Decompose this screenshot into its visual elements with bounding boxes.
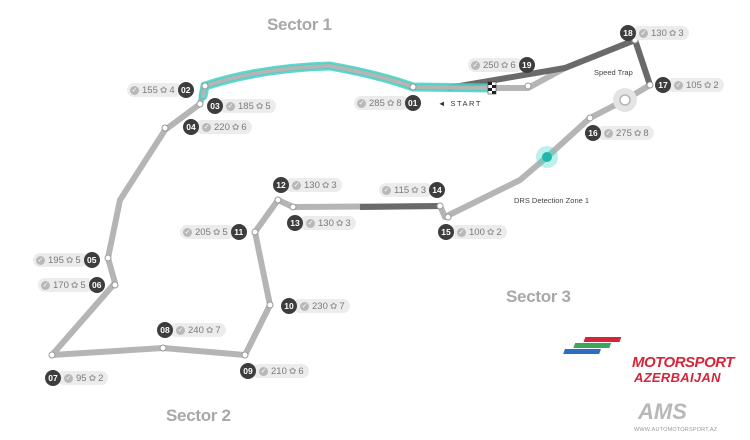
speedometer-icon: ✓: [604, 128, 613, 138]
turn-05-label: ✓195✿5 05: [33, 252, 100, 268]
turn-number: 04: [183, 119, 199, 135]
speedometer-icon: ✓: [300, 301, 309, 311]
gear-icon: ✿: [486, 226, 495, 237]
turn-08-label: 08 ✓240✿7: [157, 322, 226, 338]
turn-04-label: 04 ✓220✿6: [183, 119, 252, 135]
turn-16-label: 16 ✓275✿8: [585, 125, 654, 141]
gear-icon: ✿: [288, 365, 297, 376]
turn-number: 05: [83, 252, 100, 268]
drs-highlight-core: [201, 63, 492, 98]
checkered-flag-icon: [487, 81, 497, 95]
turn-number: 03: [207, 98, 223, 114]
turn-number: 07: [45, 370, 61, 386]
speedometer-icon: ✓: [130, 85, 139, 95]
speedometer-icon: ✓: [382, 185, 391, 195]
logo-line-2: AZERBAIJAN: [634, 370, 721, 385]
motorsport-azerbaijan-logo: MOTORSPORT AZERBAIJAN AMS WWW.AUTOMOTORS…: [628, 337, 746, 437]
turn-09-label: 09 ✓210✿6: [240, 363, 309, 379]
turn-01-label: ✓285✿8 01: [354, 95, 421, 111]
speed-trap-label: Speed Trap: [594, 68, 633, 77]
gear-icon: ✿: [88, 372, 97, 383]
turn-number: 09: [240, 363, 256, 379]
turn-number: 15: [438, 224, 454, 240]
turn-number: 14: [429, 182, 445, 198]
turn-11-label: ✓205✿5 11: [180, 224, 247, 240]
drs-zone-label: DRS Detection Zone 1: [514, 196, 590, 205]
start-label: ◄ START: [438, 99, 482, 108]
turn-02-label: ✓155✿4 02: [127, 82, 194, 98]
gear-icon: ✿: [205, 324, 214, 335]
gear-icon: ✿: [212, 226, 221, 237]
track-dark-segment-2: [447, 37, 653, 91]
turn-number: 08: [157, 322, 173, 338]
speedometer-icon: ✓: [202, 122, 211, 132]
sector-1-label: Sector 1: [267, 15, 332, 34]
gear-icon: ✿: [329, 300, 338, 311]
turn-06-label: ✓170✿5 06: [38, 277, 105, 293]
turn-13-label: 13 ✓130✿3: [287, 215, 356, 231]
sector-2-label: Sector 2: [166, 406, 231, 425]
speedometer-icon: ✓: [457, 227, 466, 237]
turn-number: 18: [620, 25, 636, 41]
speed-trap-marker: [619, 94, 631, 106]
speedometer-icon: ✓: [36, 255, 45, 265]
speedometer-icon: ✓: [41, 280, 50, 290]
turn-number: 16: [585, 125, 601, 141]
turn-number: 19: [518, 57, 535, 73]
logo-stripes: [563, 337, 622, 354]
speedometer-icon: ✓: [292, 180, 301, 190]
turn-19-label: ✓250✿6 19: [468, 57, 535, 73]
gear-icon: ✿: [668, 27, 677, 38]
drs-detection-marker: [542, 152, 552, 162]
gear-icon: ✿: [633, 127, 642, 138]
gear-icon: ✿: [500, 59, 509, 70]
gear-icon: ✿: [231, 121, 240, 132]
speedometer-icon: ✓: [226, 101, 235, 111]
speedometer-icon: ✓: [674, 80, 683, 90]
turn-17-label: 17 ✓105✿2: [655, 77, 724, 93]
logo-url: WWW.AUTOMOTORSPORT.AZ: [634, 427, 718, 433]
turn-number: 11: [230, 224, 247, 240]
turn-03-label: 03 ✓185✿5: [207, 98, 276, 114]
turn-number: 17: [655, 77, 671, 93]
turn-number: 10: [281, 298, 297, 314]
turn-15-label: 15 ✓100✿2: [438, 224, 507, 240]
speedometer-icon: ✓: [639, 28, 648, 38]
gear-icon: ✿: [335, 217, 344, 228]
gear-icon: ✿: [703, 79, 712, 90]
speedometer-icon: ✓: [357, 98, 366, 108]
turn-07-label: 07 ✓95✿2: [45, 370, 109, 386]
turn-number: 12: [273, 177, 289, 193]
track-dark-segment-1: [359, 203, 441, 210]
speedometer-icon: ✓: [259, 366, 268, 376]
gear-icon: ✿: [255, 100, 264, 111]
speedometer-icon: ✓: [306, 218, 315, 228]
gear-icon: ✿: [321, 179, 330, 190]
turn-18-label: 18 ✓130✿3: [620, 25, 689, 41]
gear-icon: ✿: [70, 279, 79, 290]
turn-number: 02: [177, 82, 194, 98]
speedometer-icon: ✓: [64, 373, 73, 383]
gear-icon: ✿: [159, 84, 168, 95]
gear-icon: ✿: [411, 184, 419, 195]
turn-10-label: 10 ✓230✿7: [281, 298, 350, 314]
turn-14-label: ✓115✿3 14: [379, 182, 445, 198]
turn-12-label: 12 ✓130✿3: [273, 177, 342, 193]
turn-number: 13: [287, 215, 303, 231]
sector-3-label: Sector 3: [506, 287, 571, 306]
turn-dots: [48, 36, 654, 359]
gear-icon: ✿: [65, 254, 74, 265]
turn-number: 06: [88, 277, 105, 293]
speedometer-icon: ✓: [176, 325, 185, 335]
speedometer-icon: ✓: [471, 60, 480, 70]
gear-icon: ✿: [386, 97, 395, 108]
logo-line-1: MOTORSPORT: [632, 354, 734, 371]
speedometer-icon: ✓: [183, 227, 192, 237]
turn-number: 01: [404, 95, 421, 111]
logo-mark: AMS: [638, 399, 687, 424]
